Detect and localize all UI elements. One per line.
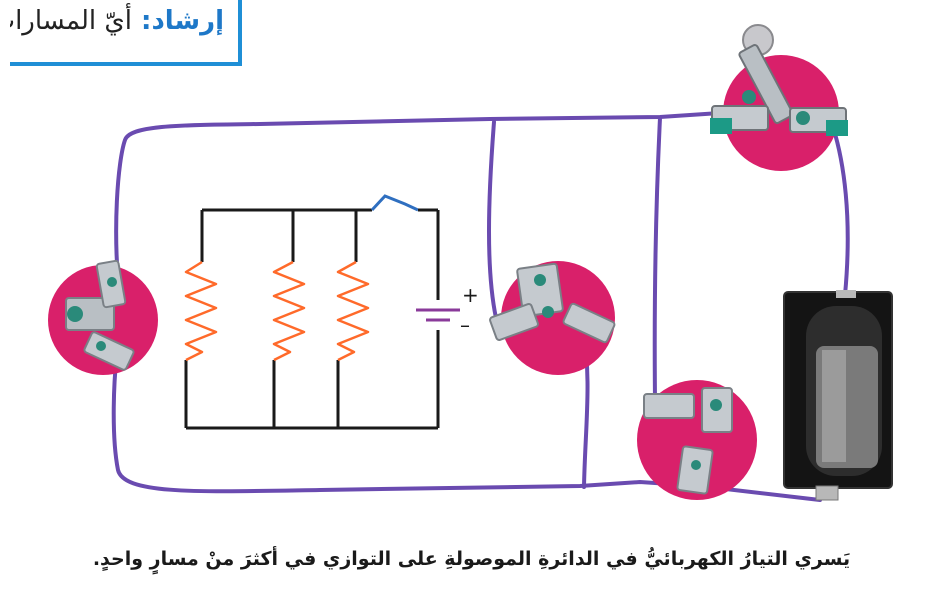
figure-caption: يَسري التيارُ الكهربائيُّ في الدائرةِ ال… bbox=[92, 548, 851, 570]
purple-wires bbox=[111, 110, 850, 502]
bulb-holder-left bbox=[48, 259, 158, 375]
hint-question: أيّ المسارات bbox=[10, 6, 132, 36]
hint-label: إرشاد: bbox=[141, 6, 224, 36]
knife-switch bbox=[710, 24, 848, 171]
resistors bbox=[184, 260, 370, 362]
battery-symbol bbox=[416, 308, 460, 322]
battery-holder bbox=[783, 290, 893, 501]
battery-minus-label: – bbox=[460, 313, 470, 337]
bulb-holder-middle bbox=[489, 261, 616, 375]
bulb-holder-bottom bbox=[637, 380, 757, 500]
battery-plus-label: + bbox=[462, 283, 479, 307]
circuit-schematic bbox=[184, 194, 440, 430]
hint-text: إرشاد: أيّ المسارات bbox=[10, 6, 224, 36]
hint-box: إرشاد: أيّ المسارات bbox=[10, 0, 242, 66]
